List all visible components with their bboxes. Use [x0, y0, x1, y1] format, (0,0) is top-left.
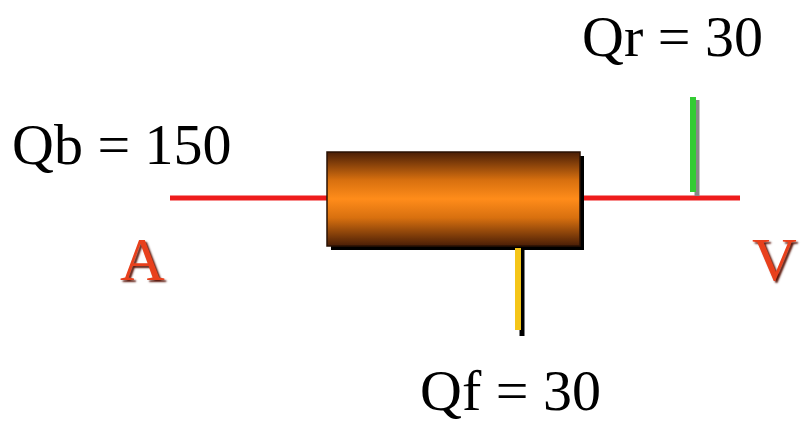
port-letter: A — [120, 228, 165, 290]
port-letter: V — [752, 228, 797, 290]
inlet-line — [170, 196, 330, 201]
dialyzer-tube — [327, 152, 580, 246]
reinfusion-line — [690, 97, 696, 192]
outlet-line — [578, 196, 740, 201]
flow-value: Qf = 30 — [420, 362, 601, 420]
flow-value: Qr = 30 — [582, 8, 763, 66]
filtrate-line — [515, 248, 521, 330]
flow-value: Qb = 150 — [12, 116, 232, 174]
